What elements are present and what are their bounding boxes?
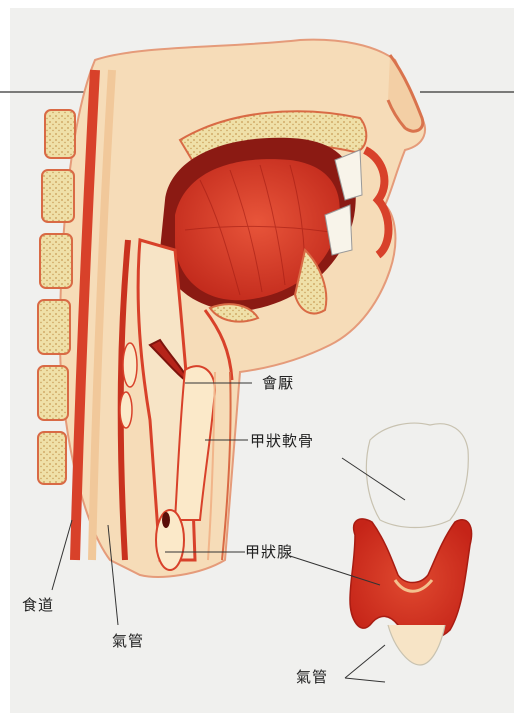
label-trachea-left: 氣管 xyxy=(112,630,144,651)
label-trachea-right: 氣管 xyxy=(296,666,328,687)
trachea-right-shape xyxy=(388,625,445,665)
label-esophagus: 食道 xyxy=(22,594,54,615)
label-epiglottis: 會厭 xyxy=(262,372,294,393)
trachea-lumen xyxy=(156,510,184,570)
thyroid-cartilage-sketch xyxy=(366,423,468,527)
label-thyroid-gland: 甲狀腺 xyxy=(245,541,293,562)
label-thyroid-cartilage: 甲狀軟骨 xyxy=(250,430,314,451)
thyroid-gland-shape xyxy=(350,519,472,639)
